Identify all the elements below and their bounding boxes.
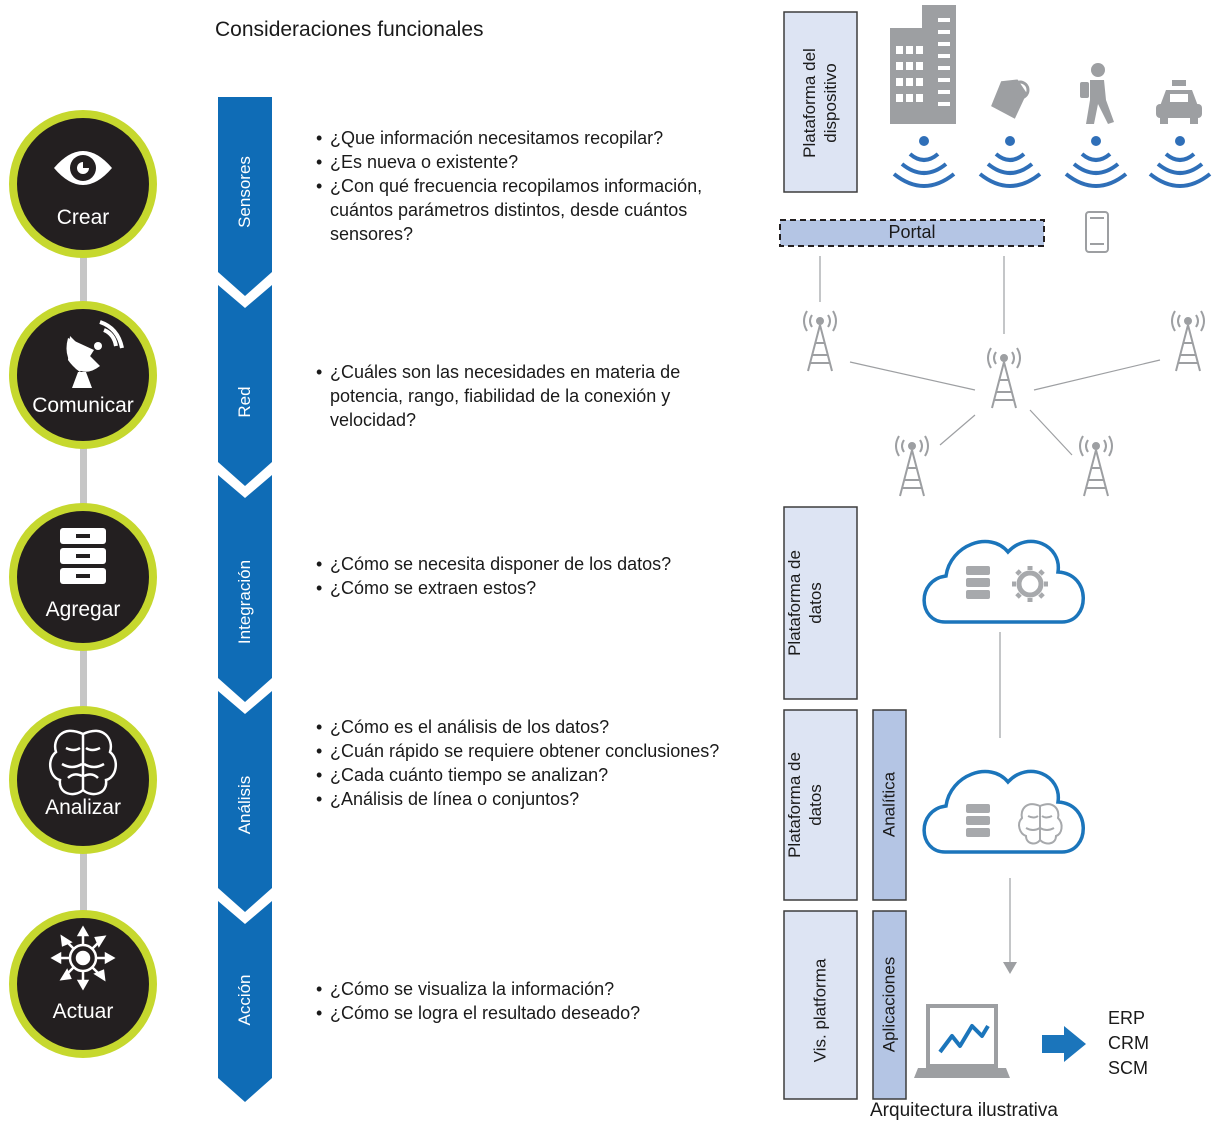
vis-platform-label: Vis. platforma bbox=[810, 958, 830, 1063]
question-item: ¿Cuán rápido se requiere obtener conclus… bbox=[316, 739, 746, 763]
phone-icon bbox=[1085, 211, 1109, 253]
question-item: ¿Análisis de línea o conjuntos? bbox=[316, 787, 746, 811]
question-item: ¿Cada cuánto tiempo se analizan? bbox=[316, 763, 746, 787]
portal-box bbox=[779, 219, 1045, 247]
band-label-red: Red bbox=[235, 386, 254, 418]
questions-sensores: ¿Que información necesitamos recopilar? … bbox=[316, 126, 746, 246]
question-item: ¿Con qué frecuencia recopilamos informac… bbox=[316, 174, 746, 246]
tower-icon bbox=[987, 347, 1021, 409]
wifi-icon bbox=[1064, 136, 1128, 188]
band-label-integracion: Integración bbox=[235, 559, 254, 645]
questions-integracion: ¿Cómo se necesita disponer de los datos?… bbox=[316, 552, 746, 600]
question-item: ¿Que información necesitamos recopilar? bbox=[316, 126, 746, 150]
question-item: ¿Cómo se logra el resultado deseado? bbox=[316, 1001, 746, 1025]
analytics-panel bbox=[872, 709, 907, 901]
wifi-icon bbox=[978, 136, 1042, 188]
questions-accion: ¿Cómo se visualiza la información? ¿Cómo… bbox=[316, 977, 746, 1025]
satellite-dish-icon bbox=[66, 320, 124, 388]
question-item: ¿Es nueva o existente? bbox=[316, 150, 746, 174]
question-item: ¿Cómo se necesita disponer de los datos? bbox=[316, 552, 746, 576]
tag-icon bbox=[991, 79, 1030, 119]
band-label-sensores: Sensores bbox=[235, 156, 254, 228]
stage-label-crear: Crear bbox=[56, 206, 110, 229]
computer-chart-icon bbox=[914, 1004, 1010, 1078]
stage-label-analizar: Analizar bbox=[45, 796, 121, 819]
tower-icon bbox=[895, 435, 929, 497]
question-item: ¿Cómo se extraen estos? bbox=[316, 576, 746, 600]
question-item: ¿Cuáles son las necesidades en materia d… bbox=[316, 360, 746, 432]
wifi-signals bbox=[892, 136, 1212, 188]
car-icon bbox=[1156, 80, 1202, 124]
question-item: ¿Cómo es el análisis de los datos? bbox=[316, 715, 746, 739]
eye-icon bbox=[54, 151, 112, 185]
data-platform-panel-1 bbox=[783, 506, 858, 700]
question-item: ¿Cómo se visualiza la información? bbox=[316, 977, 746, 1001]
band-label-analisis: Análisis bbox=[235, 775, 254, 835]
tower-icon bbox=[1171, 310, 1205, 372]
process-band bbox=[218, 97, 272, 1102]
questions-analisis: ¿Cómo es el análisis de los datos? ¿Cuán… bbox=[316, 715, 746, 811]
database-icon bbox=[966, 566, 990, 599]
brain-small-icon bbox=[1018, 803, 1063, 845]
band-label-accion: Acción bbox=[235, 974, 254, 1026]
applications-label: Aplicaciones bbox=[879, 956, 899, 1053]
cloud-icon bbox=[922, 539, 1085, 624]
architecture-caption: Arquitectura ilustrativa bbox=[870, 1100, 1058, 1121]
page-title: Consideraciones funcionales bbox=[215, 18, 484, 41]
tower-icon bbox=[803, 310, 837, 372]
gear-icon bbox=[1012, 566, 1048, 602]
data-platform-label-2: Plataforma de datos bbox=[785, 752, 825, 858]
stage-label-agregar: Agregar bbox=[45, 598, 121, 621]
portal-label: Portal bbox=[888, 222, 936, 242]
system-crm: CRM bbox=[1108, 1033, 1149, 1053]
wifi-icon bbox=[1148, 136, 1212, 188]
arrow-head bbox=[1003, 962, 1017, 974]
hiker-icon bbox=[1080, 63, 1114, 124]
system-erp: ERP bbox=[1108, 1008, 1146, 1028]
analytics-label: Analítica bbox=[879, 771, 899, 838]
brain-icon bbox=[48, 729, 118, 796]
actuator-icon bbox=[50, 925, 116, 991]
system-scm: SCM bbox=[1108, 1058, 1148, 1078]
arrow-right-icon bbox=[1042, 1026, 1086, 1062]
applications-panel bbox=[872, 910, 907, 1100]
questions-red: ¿Cuáles son las necesidades en materia d… bbox=[316, 360, 746, 432]
database-stack-icon bbox=[60, 528, 106, 584]
tower-icon bbox=[1079, 435, 1113, 497]
database-icon bbox=[966, 804, 990, 837]
vis-platform-panel bbox=[783, 910, 858, 1100]
wifi-icon bbox=[892, 136, 956, 188]
data-platform-panel-2 bbox=[783, 709, 858, 901]
building-icon bbox=[890, 5, 956, 124]
device-platform-panel bbox=[783, 11, 858, 193]
data-platform-label-1: Plataforma de datos bbox=[785, 550, 825, 656]
cloud-icon bbox=[922, 769, 1085, 854]
stage-label-comunicar: Comunicar bbox=[32, 394, 134, 417]
tower-icons bbox=[803, 310, 1205, 497]
stage-label-actuar: Actuar bbox=[52, 1000, 114, 1023]
network-lines bbox=[819, 256, 1161, 456]
device-platform-label: Plataforma del dispositivo bbox=[800, 48, 840, 158]
